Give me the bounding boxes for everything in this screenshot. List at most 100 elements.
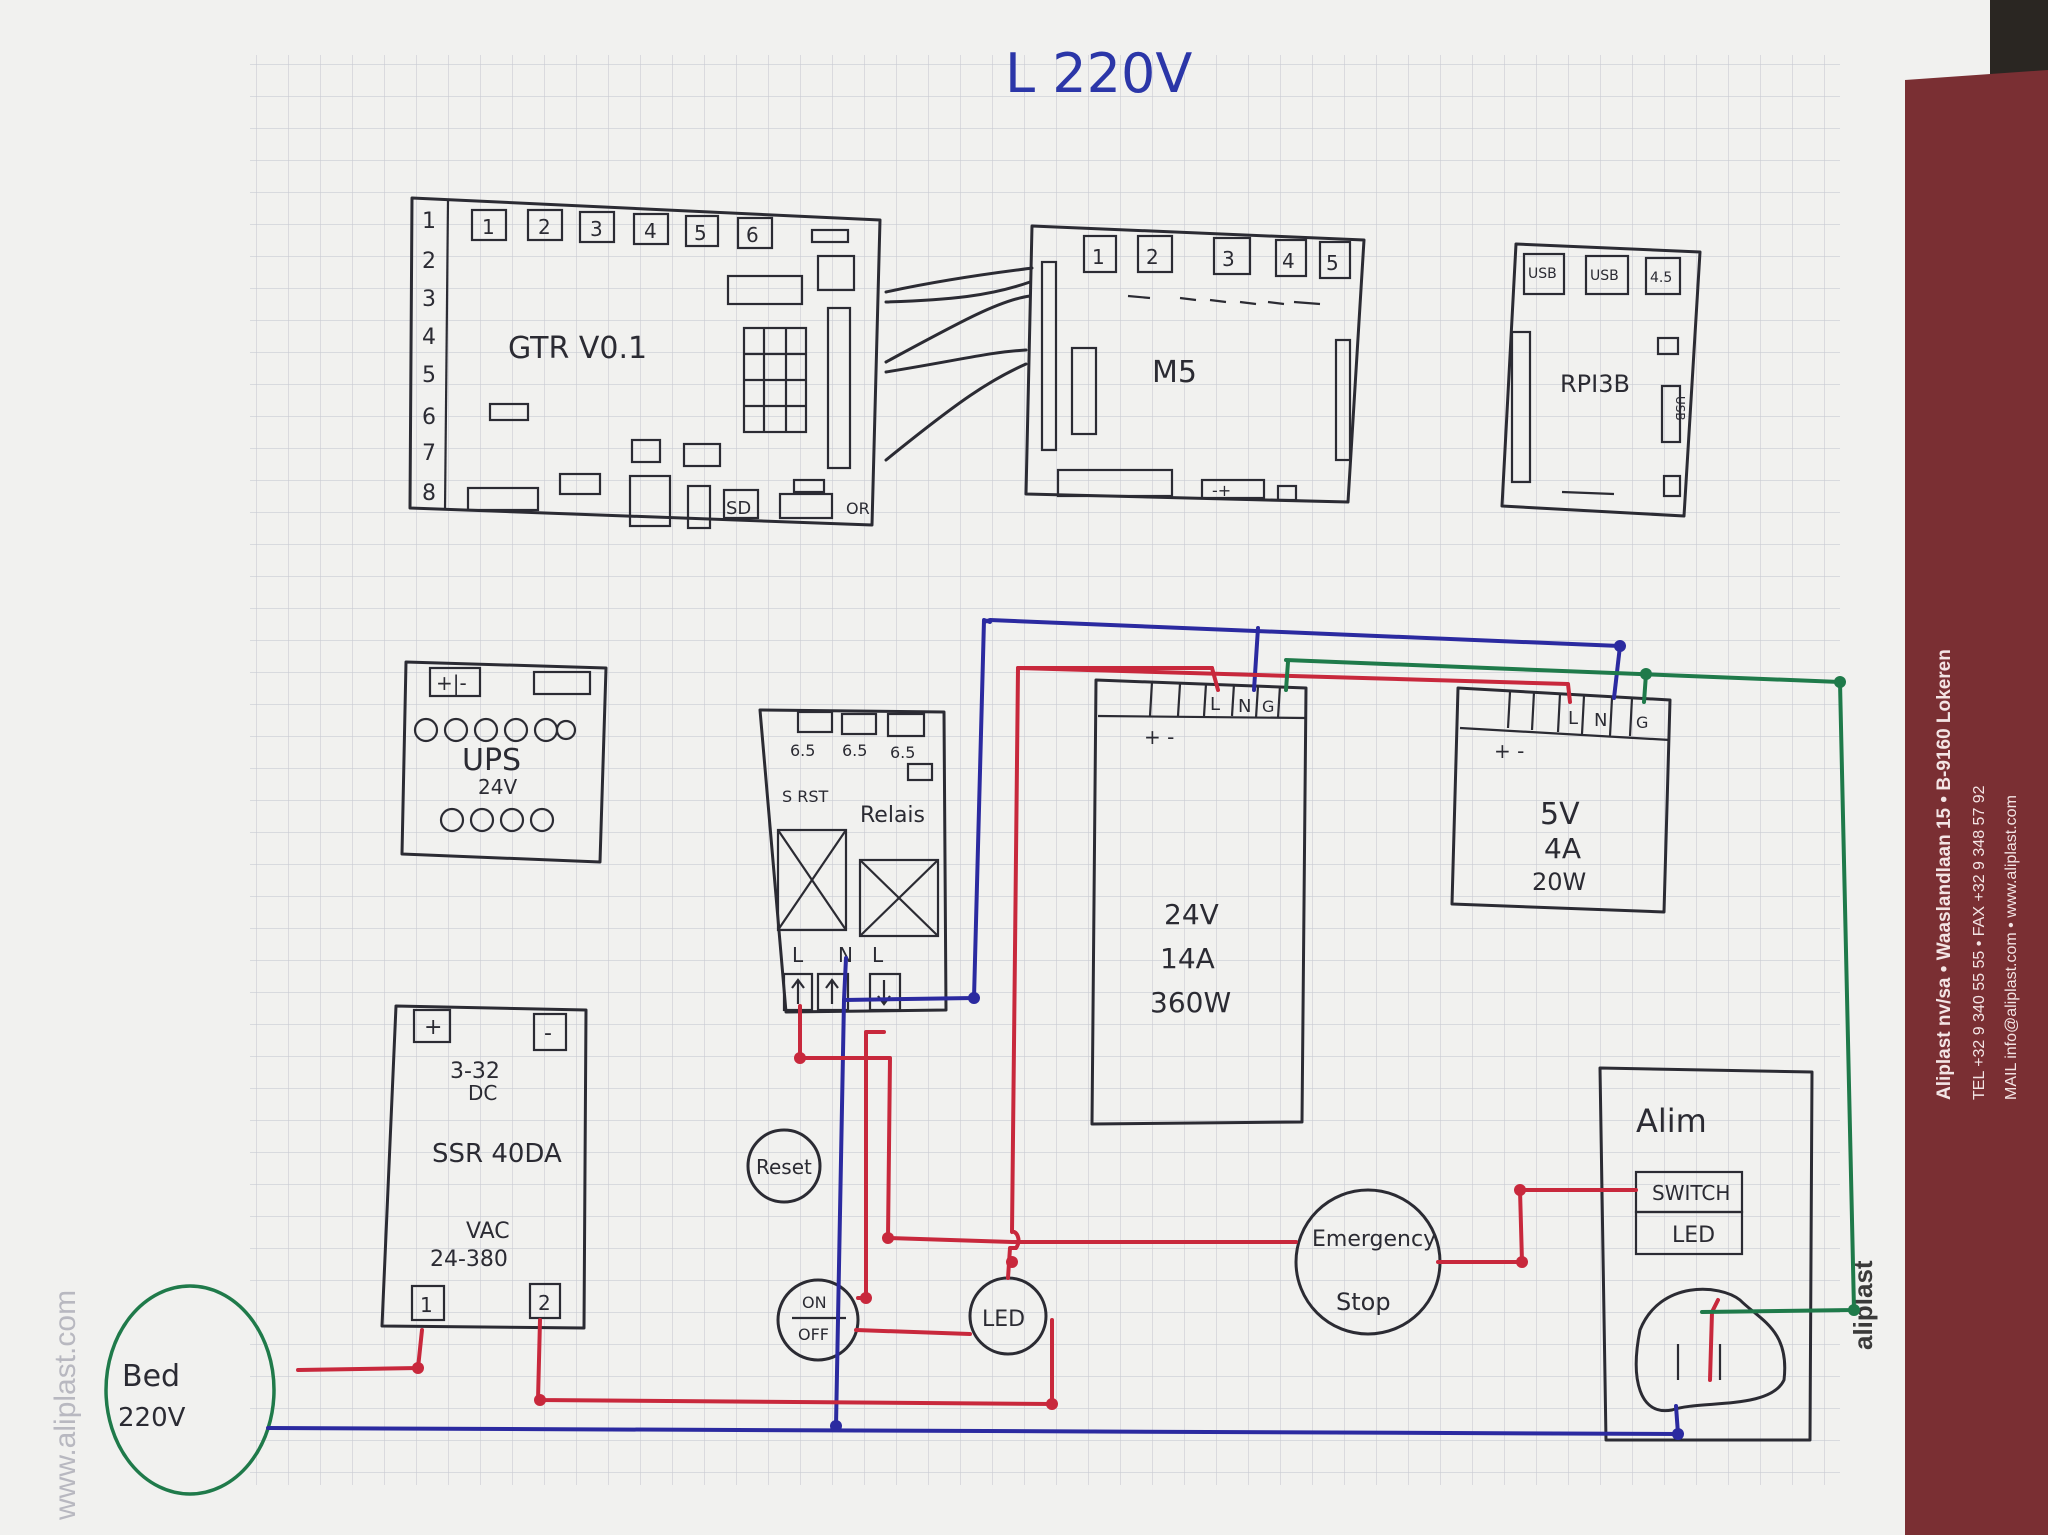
svg-text:LED: LED [982, 1307, 1025, 1332]
relay-N: N [838, 943, 853, 967]
m5-top-ports: 1 2 3 4 5 [1082, 234, 1352, 280]
red-estop-alim-wire [1436, 1188, 1638, 1264]
ssr-module: + - 3-32 DC SSR 40DA VAC 24-380 1 2 [380, 1004, 588, 1330]
psu-24v: L N G + - 24V 14A 360W [1090, 678, 1308, 1126]
relay-terminal-1: 6.5 [790, 741, 815, 760]
svg-text:1: 1 [1092, 245, 1105, 269]
svg-text:2: 2 [1146, 245, 1159, 269]
svg-text:2: 2 [538, 215, 551, 239]
company-line: Aliplast nv/sa • Waaslandlaan 15 • B-916… [1934, 649, 1955, 1100]
diagram-title: L 220V [1005, 42, 1192, 105]
wire-junction-dot [830, 1420, 842, 1432]
alim-label: Alim [1636, 1102, 1707, 1140]
psu5-line-3: 20W [1532, 868, 1586, 896]
svg-text:3: 3 [422, 287, 436, 312]
stop-label: Stop [1336, 1288, 1391, 1316]
ups-module: +|- UPS 24V [400, 660, 608, 864]
wire-junction-dot [1640, 668, 1652, 680]
relay-terminal-3: 6.5 [890, 743, 915, 762]
wire-junction-dot [1672, 1428, 1684, 1440]
red-led-up-wire [1006, 666, 1214, 1280]
svg-text:8: 8 [422, 481, 436, 506]
ssr-vac-label: VAC [466, 1219, 510, 1244]
red-top-wire [1016, 666, 1572, 704]
emergency-stop-button: Emergency Stop [1294, 1188, 1442, 1336]
rpi-board: USB USB 4.5 RPI3B USB [1500, 242, 1702, 518]
ups-label: UPS [462, 743, 521, 778]
gtr-row-numbers: 1 2 3 4 5 6 7 8 [422, 209, 436, 506]
svg-text:Reset: Reset [756, 1155, 812, 1179]
psu5-plus-minus: + - [1494, 739, 1524, 763]
psu24-terminal-L: L [1210, 694, 1220, 715]
gtr-sd-label: SD [726, 498, 751, 519]
psu24-plus-minus: + - [1144, 725, 1174, 749]
svg-text:3: 3 [590, 217, 603, 241]
ups-terminals: +|- [436, 671, 467, 695]
relay-module: 6.5 6.5 6.5 S RST Relais L N L [758, 708, 948, 1014]
wire-junction-dot [882, 1232, 894, 1244]
ssr-terminal-2: 2 [538, 1291, 551, 1315]
svg-text:4.5: 4.5 [1650, 270, 1672, 286]
m5-label: M5 [1152, 355, 1197, 390]
watermark: www.aliplast.com [49, 1290, 82, 1521]
ssr-minus: - [544, 1021, 552, 1046]
wire-junction-dot [1834, 676, 1846, 688]
gtr-or-label: OR [846, 499, 870, 518]
wire-junction-dot [534, 1394, 546, 1406]
gtr-label: GTR V0.1 [508, 331, 647, 366]
svg-text:1: 1 [422, 209, 436, 234]
m5-plus-minus: -+ [1212, 481, 1231, 500]
psu5-terminal-N: N [1594, 710, 1607, 731]
relay-L1: L [792, 943, 804, 967]
ribbon-cable [884, 266, 1034, 462]
m5-board: 1 2 3 4 5 M5 -+ [1024, 224, 1366, 504]
svg-text:4: 4 [644, 219, 657, 243]
bed-voltage: 220V [118, 1403, 186, 1433]
relay-L2: L [872, 943, 884, 967]
psu-5v: L N G + - 5V 4A 20W [1450, 686, 1672, 914]
psu5-terminal-G: G [1636, 713, 1648, 732]
gtr-top-ports: 1 2 3 4 5 6 [470, 208, 774, 250]
alim-module: Alim SWITCH LED [1598, 1066, 1814, 1442]
svg-text:USB: USB [1528, 266, 1557, 282]
brand-band [1905, 70, 2048, 1535]
wire-junction-dot [1614, 640, 1626, 652]
psu24-terminal-G: G [1262, 697, 1274, 716]
off-label: OFF [798, 1325, 829, 1344]
ups-voltage: 24V [478, 775, 517, 799]
psu24-line-1: 24V [1164, 898, 1219, 931]
on-label: ON [802, 1293, 827, 1312]
psu5-line-1: 5V [1540, 797, 1580, 832]
wire-junction-dot [1006, 1256, 1018, 1268]
bed-label: Bed [122, 1359, 180, 1394]
emergency-label: Emergency [1312, 1227, 1436, 1252]
alim-switch-label: SWITCH [1652, 1181, 1730, 1205]
wires-layer [266, 618, 1860, 1440]
red-reset-wire [798, 1004, 892, 1240]
phone-line: TEL +32 9 340 55 55 • FAX +32 9 348 57 9… [1971, 785, 1988, 1100]
psu24-terminal-N: N [1238, 696, 1251, 717]
gtr-board: 1 2 3 4 5 6 7 8 1 2 3 4 5 6 GTR V0.1 [408, 196, 882, 530]
wire-junction-dot [794, 1052, 806, 1064]
ssr-terminal-1: 1 [420, 1293, 433, 1317]
ssr-label: SSR 40DA [432, 1139, 562, 1169]
svg-text:4: 4 [422, 325, 436, 350]
red-psu24-l-wire [1210, 666, 1220, 692]
blue-psu24-n-wire [1252, 626, 1260, 692]
svg-text:3: 3 [1222, 247, 1235, 271]
rpi-label: RPI3B [1560, 370, 1630, 398]
rpi-side-label: USB [1673, 396, 1687, 421]
ssr-vac-range: 24-380 [430, 1247, 508, 1272]
reset-button: Reset [746, 1128, 822, 1204]
svg-text:5: 5 [694, 221, 707, 245]
svg-text:USB: USB [1590, 268, 1619, 284]
watermark-text: www.aliplast.com [49, 1290, 82, 1521]
wire-junction-dot [1514, 1184, 1526, 1196]
mail-line: MAIL info@aliplast.com • www.aliplast.co… [2003, 795, 2020, 1100]
blue-main-wire [266, 1426, 1680, 1436]
relay-rst: S RST [782, 787, 829, 806]
blue-top-wire [982, 618, 1622, 648]
ssr-dc-label: DC [468, 1081, 497, 1105]
